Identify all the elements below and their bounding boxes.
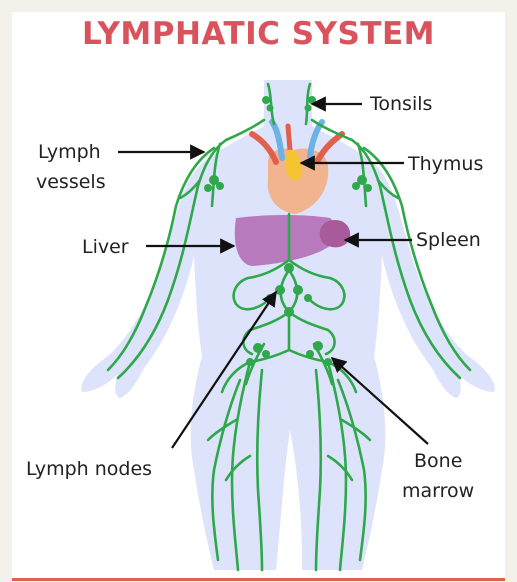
liver-label: Liver bbox=[82, 236, 129, 258]
lymph-nodes-label: Lymph nodes bbox=[26, 458, 152, 480]
spleen bbox=[320, 220, 350, 247]
bone-marrow-label-line2: marrow bbox=[402, 480, 474, 502]
tonsils-label: Tonsils bbox=[369, 93, 432, 115]
lymph-vessels-label-line1: Lymph bbox=[38, 141, 101, 163]
bone-marrow-label-line1: Bone bbox=[414, 450, 462, 472]
lymph-vessels-label-line2: vessels bbox=[36, 171, 106, 193]
thymus-label: Thymus bbox=[407, 153, 483, 175]
spleen-label: Spleen bbox=[416, 229, 481, 251]
